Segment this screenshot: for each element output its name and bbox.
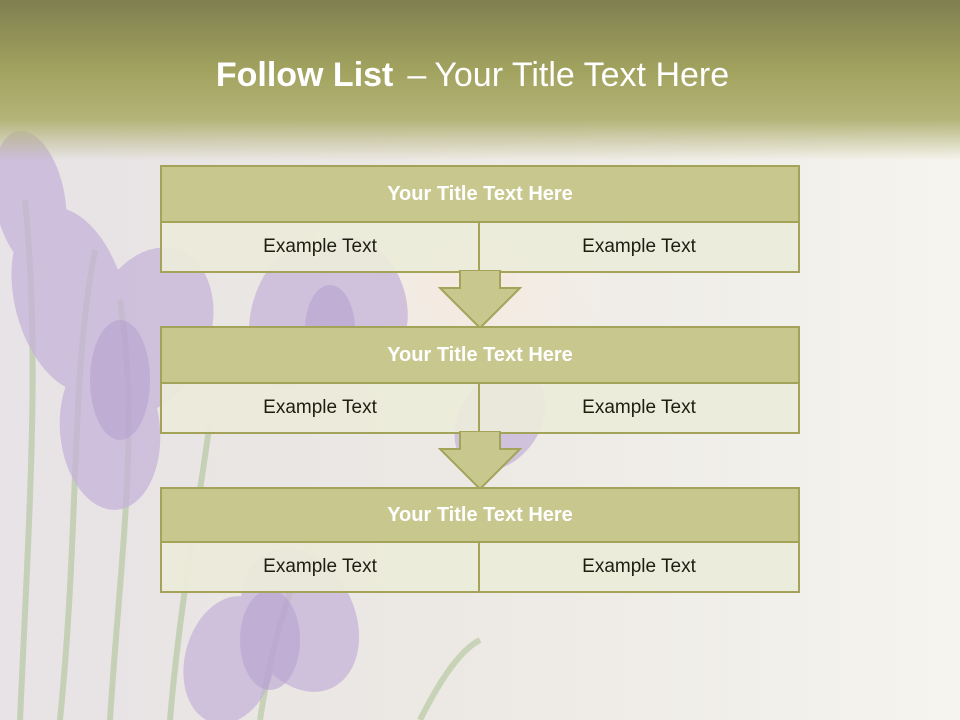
step-block-3: Your Title Text Here Example Text Exampl… — [160, 487, 800, 593]
step-block-cell-left: Example Text — [160, 384, 480, 434]
down-arrow-icon — [438, 431, 522, 491]
step-block-title: Your Title Text Here — [160, 326, 800, 384]
step-block-2: Your Title Text Here Example Text Exampl… — [160, 326, 800, 434]
step-block-row: Example Text Example Text — [160, 543, 800, 593]
step-block-row: Example Text Example Text — [160, 223, 800, 273]
slide-title-separator: – — [407, 56, 427, 94]
step-block-title: Your Title Text Here — [160, 165, 800, 223]
step-block-cell-left: Example Text — [160, 543, 480, 593]
step-block-1: Your Title Text Here Example Text Exampl… — [160, 165, 800, 273]
slide-title-rest: Your Title Text Here — [434, 56, 730, 94]
down-arrow-icon — [438, 270, 522, 330]
step-block-cell-right: Example Text — [478, 384, 800, 434]
step-block-cell-left: Example Text — [160, 223, 480, 273]
step-block-cell-right: Example Text — [478, 223, 800, 273]
header-band — [0, 0, 960, 160]
slide-title: Follow List–Your Title Text Here — [0, 55, 945, 95]
step-block-row: Example Text Example Text — [160, 384, 800, 434]
step-block-title: Your Title Text Here — [160, 487, 800, 543]
slide-title-bold: Follow List — [215, 56, 394, 94]
step-block-cell-right: Example Text — [478, 543, 800, 593]
